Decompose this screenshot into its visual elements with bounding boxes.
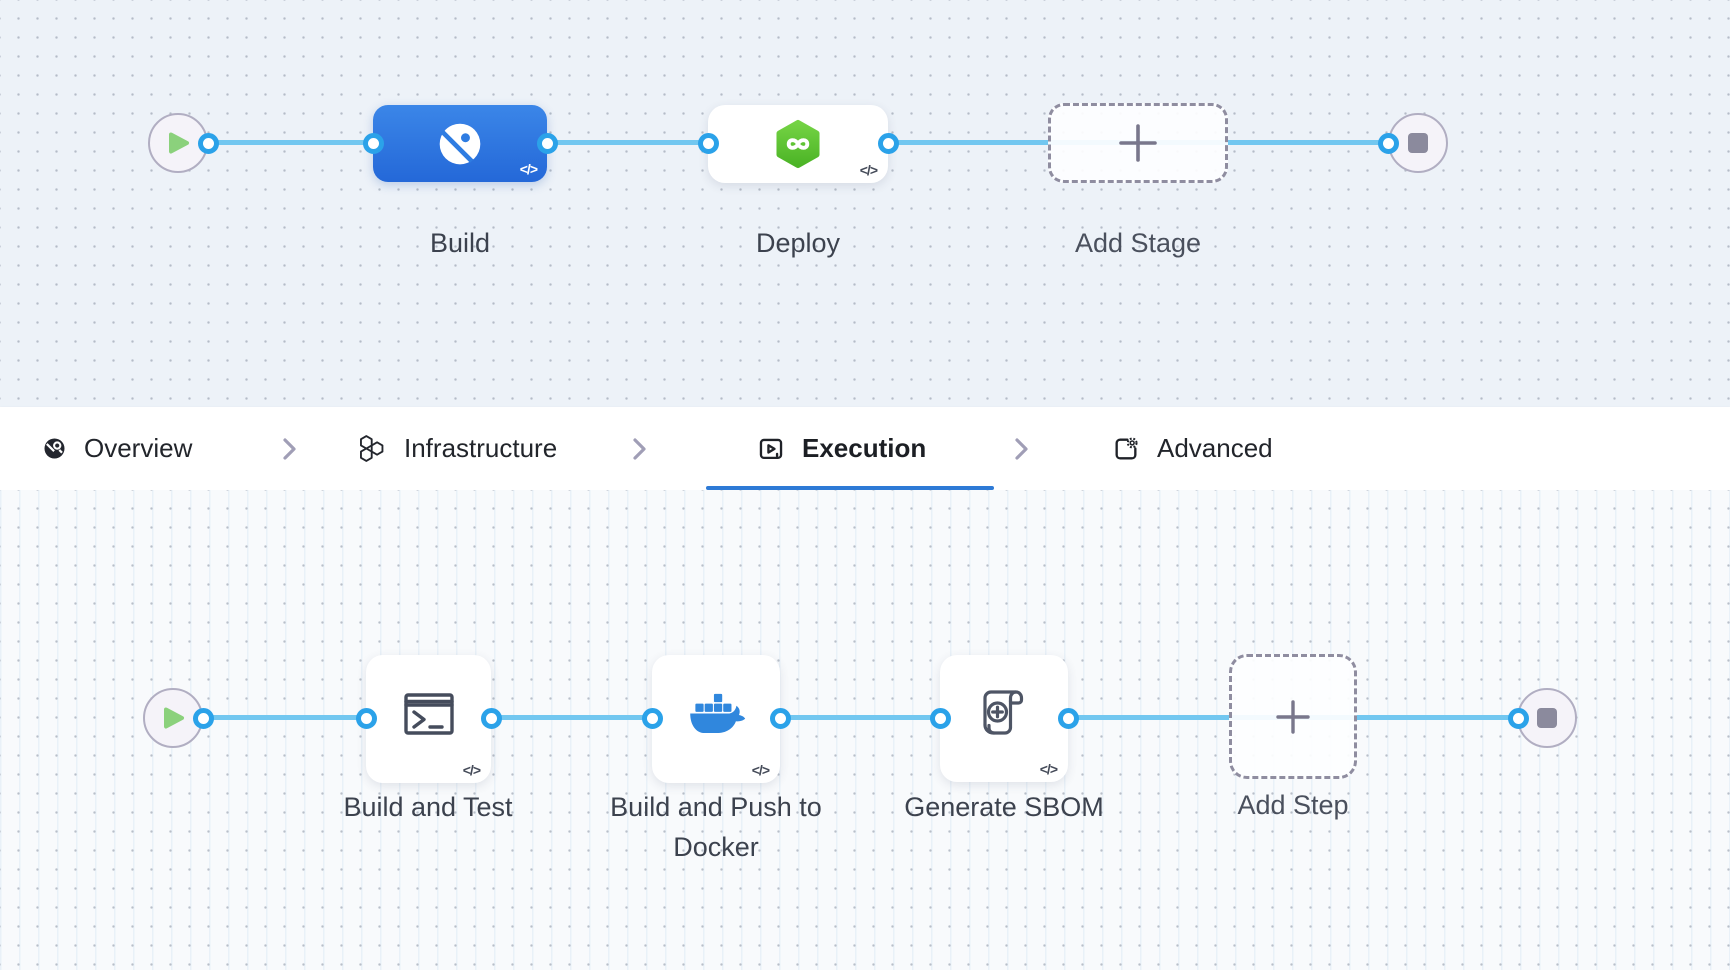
port[interactable] [356, 708, 377, 729]
stage-label: Deploy [755, 228, 841, 258]
chevron-right-icon [1012, 435, 1032, 468]
advanced-icon [1112, 435, 1140, 463]
stage-node-build[interactable]: </> [373, 105, 547, 182]
connector-line [491, 715, 652, 720]
code-view-badge: </> [519, 161, 538, 177]
port[interactable] [642, 708, 663, 729]
step-label: Build and Push to Docker [610, 792, 822, 862]
add-step-label: Add Step [1237, 790, 1349, 820]
plus-icon [1275, 699, 1311, 735]
port[interactable] [698, 133, 719, 154]
code-view-badge: </> [751, 762, 770, 778]
port[interactable] [481, 708, 502, 729]
tab-label: Execution [802, 433, 927, 463]
tab-execution[interactable]: Execution [757, 407, 926, 490]
code-view-badge: </> [859, 162, 878, 178]
step-label: Generate SBOM [904, 792, 1104, 822]
code-view-badge: </> [462, 762, 481, 778]
stop-icon [1408, 133, 1428, 153]
port[interactable] [1378, 133, 1399, 154]
pipeline-start-node [148, 113, 208, 173]
docker-icon [683, 682, 749, 748]
tab-infrastructure[interactable]: Infrastructure [356, 407, 557, 490]
ci-build-icon [435, 119, 485, 169]
execution-graph-section: </> Build and Test </> Build and Push to… [0, 490, 1730, 970]
tab-label: Overview [84, 433, 193, 463]
port[interactable] [1508, 708, 1529, 729]
code-view-badge: </> [1039, 761, 1058, 777]
overview-icon [42, 436, 67, 461]
add-stage-label: Add Stage [1074, 228, 1202, 258]
play-icon [165, 130, 191, 156]
add-step-button[interactable] [1229, 654, 1357, 779]
play-icon [160, 705, 186, 731]
stage-label: Build [429, 228, 491, 258]
add-stage-button[interactable] [1048, 103, 1228, 183]
chevron-right-icon [280, 435, 300, 468]
stage-graph-section: </> Build </> Deploy [0, 0, 1730, 407]
execution-icon [757, 435, 785, 463]
terminal-icon [397, 682, 461, 746]
step-node-generate-sbom[interactable]: </> [940, 655, 1068, 782]
stop-icon [1537, 708, 1557, 728]
port[interactable] [537, 133, 558, 154]
connector-line [547, 140, 708, 145]
tab-overview[interactable]: Overview [42, 407, 192, 490]
tab-label: Advanced [1157, 433, 1273, 463]
connector-line [206, 140, 373, 145]
port[interactable] [363, 133, 384, 154]
sbom-scroll-icon [972, 682, 1036, 746]
stage-config-tab-bar: Overview Infrastructure [0, 407, 1730, 490]
tab-label: Infrastructure [404, 433, 558, 463]
port[interactable] [770, 708, 791, 729]
connector-line [203, 715, 366, 720]
port[interactable] [198, 133, 219, 154]
port[interactable] [193, 708, 214, 729]
port[interactable] [878, 133, 899, 154]
cd-deploy-icon [771, 117, 825, 171]
execution-end-node [1517, 688, 1577, 748]
step-node-build-and-push-to-docker[interactable]: </> [652, 655, 780, 783]
connector-line [780, 715, 940, 720]
active-tab-indicator [706, 486, 994, 490]
port[interactable] [1058, 708, 1079, 729]
plus-icon [1118, 123, 1158, 163]
chevron-right-icon [630, 435, 650, 468]
step-node-build-and-test[interactable]: </> [366, 655, 491, 783]
stage-node-deploy[interactable]: </> [708, 105, 888, 183]
step-label: Build and Test [343, 792, 513, 822]
tab-advanced[interactable]: Advanced [1112, 407, 1273, 490]
port[interactable] [930, 708, 951, 729]
infrastructure-icon [356, 433, 387, 464]
